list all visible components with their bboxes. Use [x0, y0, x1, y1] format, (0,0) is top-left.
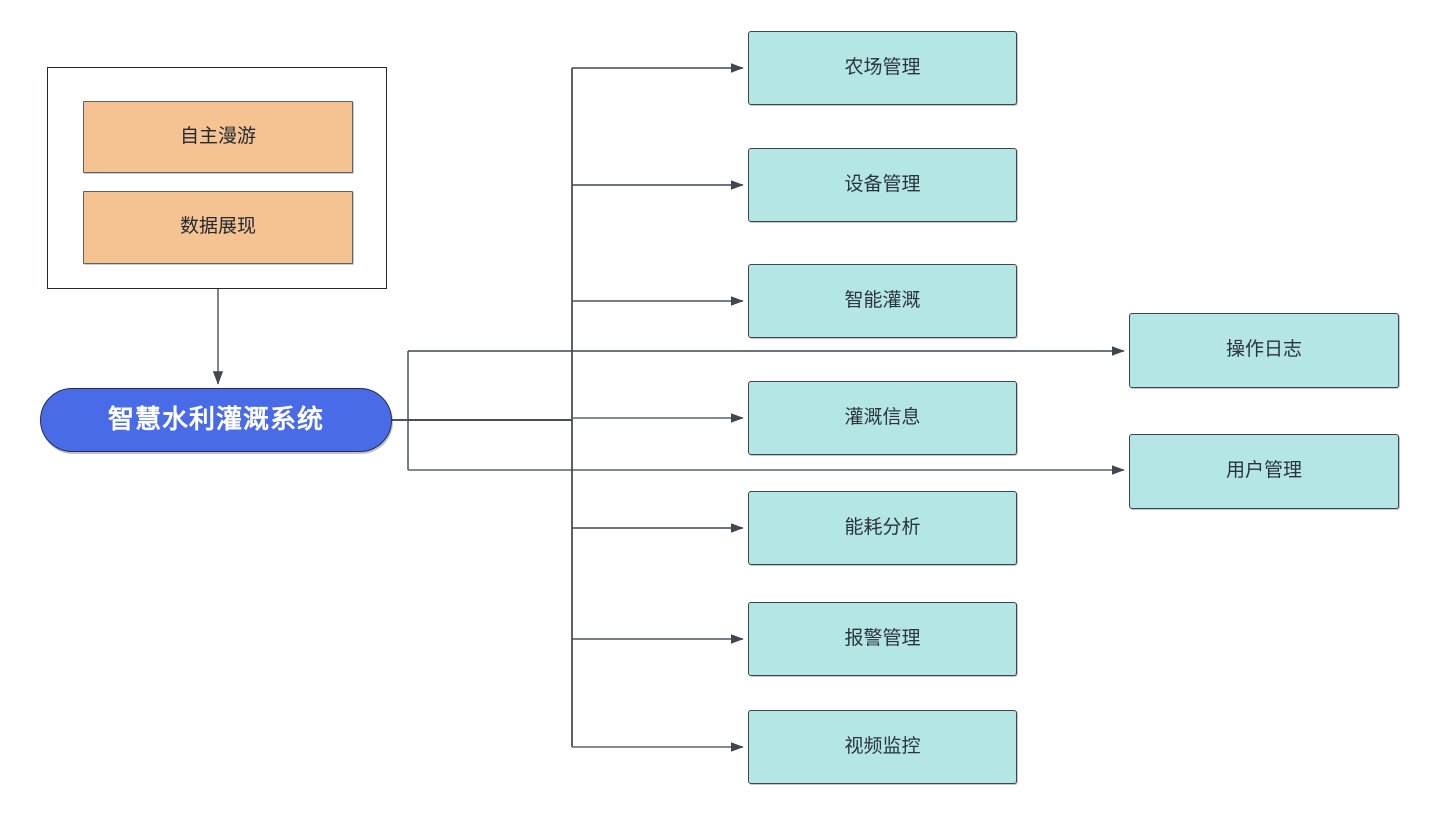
module-label: 能耗分析 — [844, 516, 921, 538]
module-label: 报警管理 — [844, 627, 921, 649]
module-label: 设备管理 — [844, 173, 921, 195]
client-item-data-visualization[interactable]: 数据展现 — [83, 191, 353, 264]
client-item-label: 自主漫游 — [179, 125, 256, 147]
module-smart-irrigation[interactable]: 智能灌溉 — [748, 264, 1017, 338]
module-label: 用户管理 — [1225, 460, 1302, 482]
module-label: 操作日志 — [1225, 339, 1302, 361]
module-user-management[interactable]: 用户管理 — [1129, 434, 1399, 509]
module-alarm-management[interactable]: 报警管理 — [748, 602, 1017, 676]
module-video-surveillance[interactable]: 视频监控 — [748, 710, 1017, 784]
module-label: 农场管理 — [844, 56, 921, 78]
module-irrigation-info[interactable]: 灌溉信息 — [748, 381, 1017, 455]
root-node-label: 智慧水利灌溉系统 — [107, 404, 324, 435]
module-label: 智能灌溉 — [844, 289, 921, 311]
module-device-management[interactable]: 设备管理 — [748, 148, 1017, 222]
client-item-autonomous-roaming[interactable]: 自主漫游 — [83, 101, 353, 173]
module-label: 视频监控 — [844, 735, 921, 757]
module-operation-log[interactable]: 操作日志 — [1129, 313, 1399, 388]
client-item-label: 数据展现 — [179, 216, 256, 238]
module-label: 灌溉信息 — [844, 406, 921, 428]
module-farm-management[interactable]: 农场管理 — [748, 31, 1017, 105]
root-node-smart-irrigation-system[interactable]: 智慧水利灌溉系统 — [40, 388, 392, 452]
module-energy-analysis[interactable]: 能耗分析 — [748, 491, 1017, 565]
